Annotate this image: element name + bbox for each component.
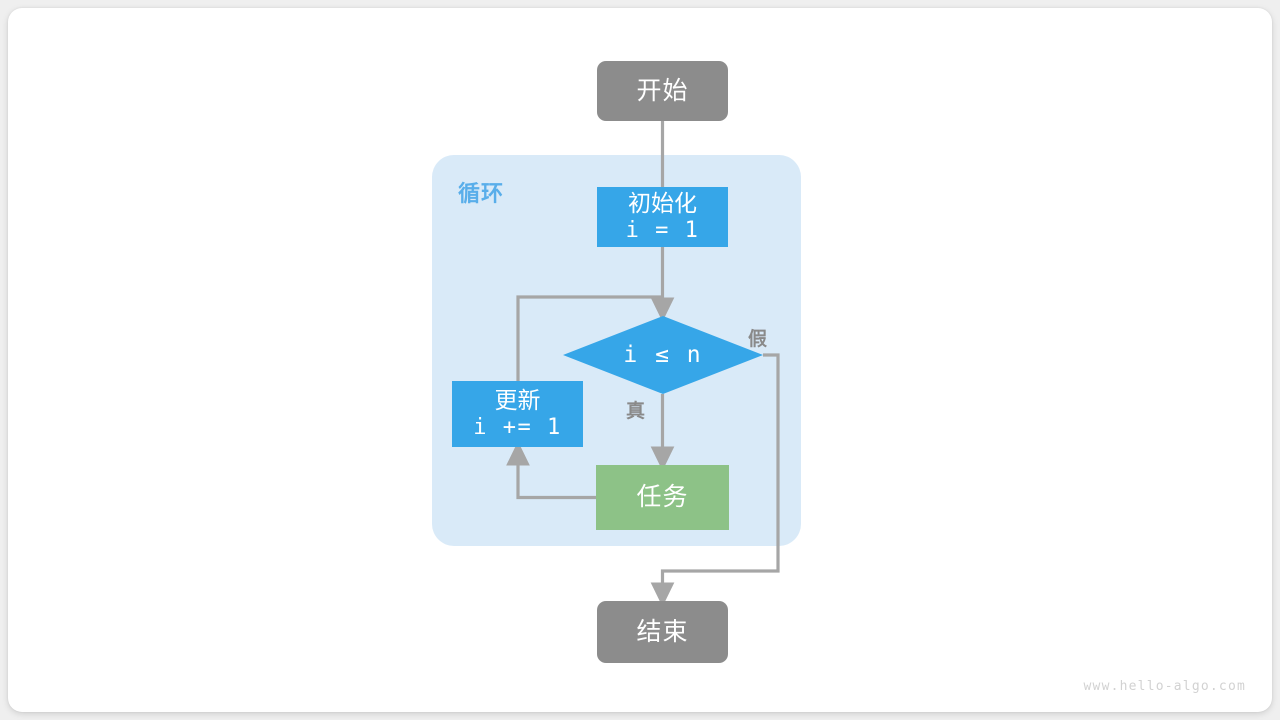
flowchart: 循环 — [8, 8, 1272, 712]
node-task[interactable]: 任务 — [596, 465, 729, 530]
node-update[interactable]: 更新 i += 1 — [452, 381, 583, 447]
edge-label-false: 假 — [748, 329, 769, 350]
node-end[interactable]: 结束 — [597, 601, 728, 663]
node-update-line2: i += 1 — [473, 414, 562, 440]
node-initialize-line1: 初始化 — [628, 191, 697, 218]
node-update-line1: 更新 — [494, 388, 541, 415]
diagram-canvas: 循环 — [8, 8, 1272, 712]
node-end-label: 结束 — [636, 617, 689, 646]
edge-label-true: 真 — [626, 401, 647, 422]
node-initialize[interactable]: 初始化 i = 1 — [597, 187, 728, 247]
node-start[interactable]: 开始 — [597, 61, 728, 121]
watermark: www.hello-algo.com — [1083, 679, 1246, 694]
node-start-label: 开始 — [636, 76, 689, 105]
node-condition[interactable]: i ≤ n — [563, 316, 763, 394]
node-initialize-line2: i = 1 — [625, 217, 700, 243]
loop-label: 循环 — [458, 181, 505, 206]
node-task-label: 任务 — [636, 483, 689, 512]
node-condition-label: i ≤ n — [623, 342, 703, 368]
